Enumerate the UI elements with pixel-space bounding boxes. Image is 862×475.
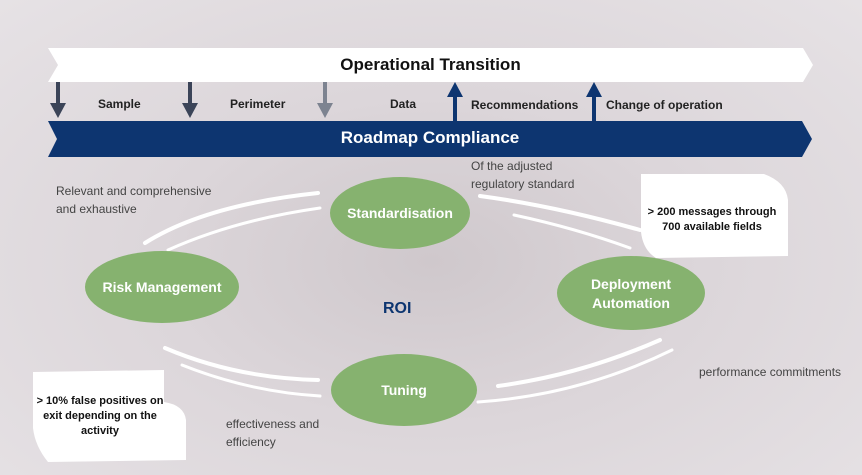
arrow-label-recommendations: Recommendations [471,98,579,112]
false-positives-line2: exit depending on the [43,410,157,422]
arrow-label-perimeter: Perimeter [230,97,286,111]
risk-management-node [85,251,239,323]
tuning-node [331,354,477,426]
risk-management-label: Risk Management [102,279,222,295]
operational-transition-title: Operational Transition [340,55,521,74]
cycle-arcs [143,191,674,404]
performance-commitments: performance commitments [699,365,842,379]
false-positives-line1: > 10% false positives on [36,395,164,407]
adjusted-standard-line2: regulatory standard [471,177,575,191]
arrow-label-data: Data [390,97,417,111]
false-positives-line3: activity [81,425,119,437]
deployment-automation-node [557,256,705,330]
standardisation-label: Standardisation [347,205,453,221]
standardisation-node [330,177,470,249]
down-arrow-icon [182,82,198,118]
down-arrow-icon [317,82,333,118]
messages-note-card [641,174,788,258]
messages-note-line2: 700 available fields [662,221,762,233]
up-arrow-icon [447,82,463,121]
arrow-label-change-of-operation: Change of operation [606,98,723,112]
roi-label: ROI [383,300,412,317]
roadmap-compliance-title: Roadmap Compliance [340,128,520,147]
effectiveness-line2: efficiency [226,435,276,449]
roadmap-compliance-banner [48,121,812,157]
down-arrow-icon [50,82,66,118]
tuning-label: Tuning [381,382,427,398]
deployment-label-line1: Deployment [590,276,672,292]
operational-transition-banner [48,48,813,82]
relevant-line2: and exhaustive [56,202,137,216]
effectiveness-line1: effectiveness and [226,417,320,431]
false-positives-note-card [33,370,186,462]
adjusted-standard-line1: Of the adjusted [471,159,553,173]
relevant-line1: Relevant and comprehensive [56,184,212,198]
messages-note-line1: > 200 messages through [647,206,777,218]
up-arrow-icon [586,82,602,121]
deployment-label-line2: Automation [592,295,670,311]
arrow-label-sample: Sample [98,97,141,111]
